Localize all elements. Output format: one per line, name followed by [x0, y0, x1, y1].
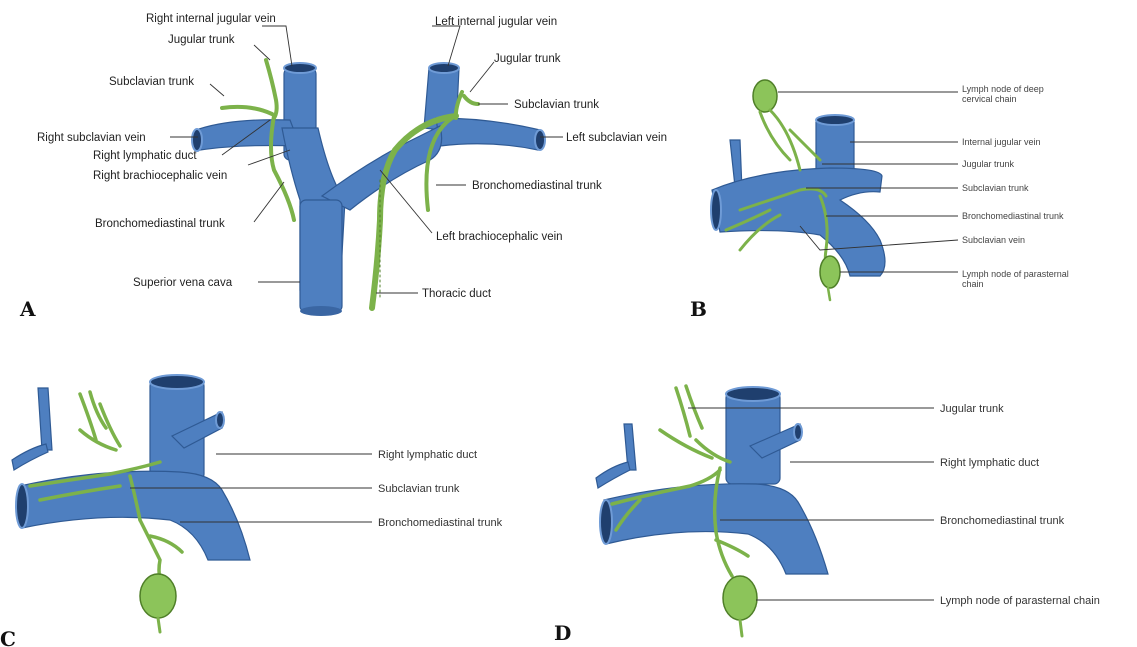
label-jugular-trunk-right: Jugular trunk — [168, 34, 235, 46]
c-bronchomediastinal-trunk-shape — [140, 520, 182, 580]
d-label-node-parasternal-chain: Lymph node of parasternal chain — [940, 595, 1100, 607]
c-branch-opening — [216, 412, 224, 428]
b-label-subclavian-vein: Subclavian vein — [962, 235, 1025, 245]
d-branch-opening — [794, 424, 802, 440]
b-label-jugular-trunk: Jugular trunk — [962, 159, 1015, 169]
label-bronchomediastinal-trunk-left: Bronchomediastinal trunk — [472, 180, 602, 192]
label-subclavian-trunk-right: Subclavian trunk — [109, 76, 194, 88]
b-subclavian-opening — [711, 190, 721, 230]
c-label-subclavian-trunk: Subclavian trunk — [378, 483, 460, 495]
d-subclavian-opening — [600, 500, 612, 544]
d-node-efferent — [740, 620, 742, 636]
d-ijv-opening — [726, 387, 780, 401]
label-right-brachiocephalic-vein: Right brachiocephalic vein — [93, 170, 227, 182]
panel-d-veins — [596, 387, 828, 574]
b-ijv-opening — [816, 115, 854, 125]
c-ijv-opening — [150, 375, 204, 389]
d-node-parasternal — [723, 576, 757, 620]
panel-a-leaders — [170, 26, 563, 293]
c-node-parasternal — [140, 574, 176, 618]
b-label-node-parasternal-1: Lymph node of parasternal — [962, 269, 1069, 279]
b-label-node-deep-cervical-2: cervical chain — [962, 94, 1017, 104]
label-left-internal-jugular-vein: Left internal jugular vein — [435, 16, 557, 28]
b-label-node-parasternal-2: chain — [962, 279, 984, 289]
right-jugular-trunk-shape — [266, 60, 277, 118]
left-subclavian-opening — [535, 130, 545, 150]
c-small-vein-2 — [12, 444, 48, 470]
b-jugular-trunk-shape — [760, 110, 820, 170]
label-jugular-trunk-left: Jugular trunk — [494, 53, 561, 65]
label-right-lymphatic-duct: Right lymphatic duct — [93, 150, 197, 162]
right-ijv-opening — [284, 63, 316, 73]
c-label-right-lymphatic-duct: Right lymphatic duct — [378, 449, 477, 461]
panel-a-letter: A — [19, 297, 36, 321]
label-subclavian-trunk-left: Subclavian trunk — [514, 99, 599, 111]
left-subclavian-vein-shape — [436, 118, 540, 150]
label-thoracic-duct: Thoracic duct — [422, 288, 492, 300]
superior-vena-cava-shape — [300, 200, 342, 312]
label-bronchomediastinal-trunk-right: Bronchomediastinal trunk — [95, 218, 225, 230]
label-right-internal-jugular-vein: Right internal jugular vein — [146, 13, 276, 25]
panel-c: Right lymphatic duct Subclavian trunk Br… — [0, 375, 503, 647]
panel-a: Right internal jugular vein Jugular trun… — [19, 13, 667, 321]
b-label-subclavian-trunk: Subclavian trunk — [962, 183, 1029, 193]
panel-d: Jugular trunk Right lymphatic duct Bronc… — [554, 386, 1100, 645]
d-label-jugular-trunk: Jugular trunk — [940, 403, 1004, 415]
panel-c-veins — [12, 375, 250, 560]
b-node-deep-cervical — [753, 80, 777, 112]
b-label-bronchomediastinal-trunk: Bronchomediastinal trunk — [962, 211, 1064, 221]
c-subclavian-brachiocephalic-shape — [20, 471, 250, 560]
d-small-vein-2 — [596, 462, 630, 488]
left-ijv-opening — [429, 63, 459, 73]
right-subclavian-trunk-shape — [222, 107, 272, 114]
svc-bottom — [300, 306, 342, 316]
label-superior-vena-cava: Superior vena cava — [133, 277, 233, 289]
panel-b-letter: B — [690, 297, 707, 321]
c-small-vein-1 — [38, 388, 52, 450]
panel-c-letter: C — [0, 627, 16, 647]
c-label-bronchomediastinal-trunk: Bronchomediastinal trunk — [378, 517, 503, 529]
c-subclavian-opening — [16, 484, 28, 528]
b-node-efferent — [828, 288, 830, 300]
b-node-parasternal — [820, 256, 840, 288]
d-label-bronchomediastinal-trunk: Bronchomediastinal trunk — [940, 515, 1065, 527]
b-subclavian-brachiocephalic-shape — [712, 168, 885, 276]
label-left-subclavian-vein: Left subclavian vein — [566, 132, 667, 144]
label-left-brachiocephalic-vein: Left brachiocephalic vein — [436, 231, 563, 243]
b-label-internal-jugular-vein: Internal jugular vein — [962, 137, 1041, 147]
panel-b: Lymph node of deep cervical chain Intern… — [690, 80, 1069, 321]
c-jugular-branches — [80, 392, 120, 450]
label-right-subclavian-vein: Right subclavian vein — [37, 132, 146, 144]
c-node-efferent — [158, 618, 160, 632]
b-label-node-deep-cervical-1: Lymph node of deep — [962, 84, 1044, 94]
right-subclavian-opening — [192, 129, 202, 151]
d-label-right-lymphatic-duct: Right lymphatic duct — [940, 457, 1039, 469]
panel-d-letter: D — [554, 621, 571, 645]
d-jugular-trunk-shape — [660, 386, 730, 462]
left-subclavian-trunk-shape — [464, 96, 478, 104]
